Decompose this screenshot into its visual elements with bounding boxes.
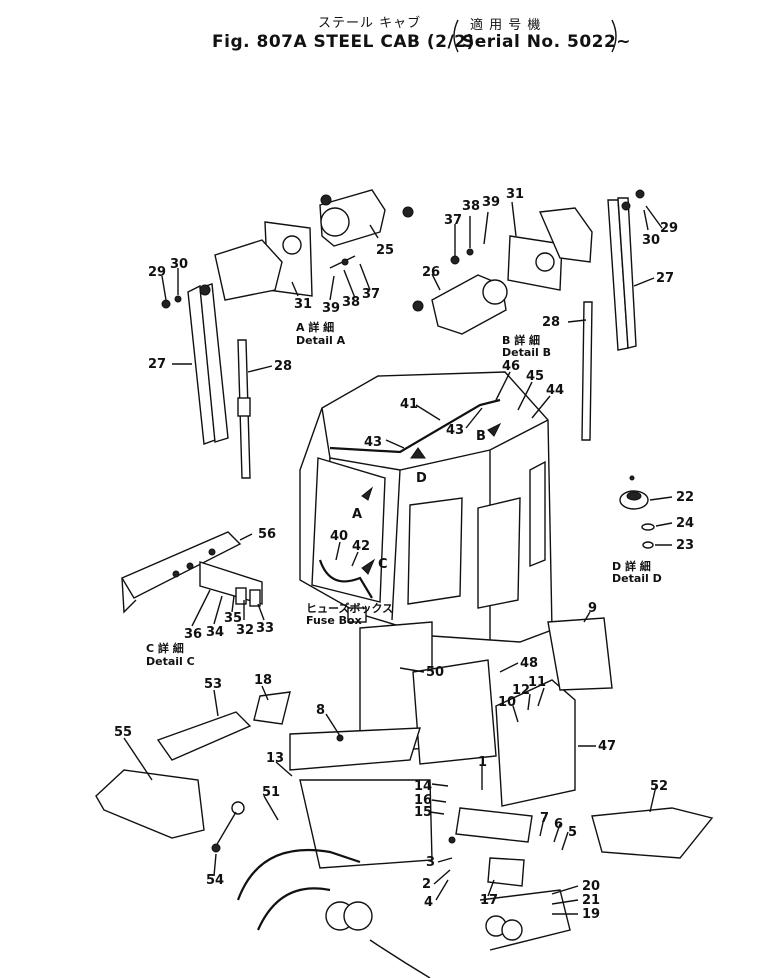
view-letter-b: B	[476, 429, 486, 444]
callout-37-left: 37	[362, 287, 380, 302]
fuse-box-jp: ヒューズボックス	[306, 601, 393, 615]
callout-8: 8	[316, 703, 325, 718]
callout-39-right: 39	[482, 195, 500, 210]
fuse-box-label: Fuse Box	[306, 614, 362, 627]
leader-lines	[123, 201, 673, 915]
detail-b: Detail B	[502, 346, 551, 359]
callout-25: 25	[376, 243, 394, 258]
callout-29-left: 29	[148, 265, 166, 280]
callout-17: 17	[480, 893, 498, 908]
callout-22: 22	[676, 490, 694, 505]
callout-28-left: 28	[274, 359, 292, 374]
callout-37-right: 37	[444, 213, 462, 228]
callout-39-left: 39	[322, 301, 340, 316]
view-letters: D A B C	[352, 429, 486, 572]
serial-bracket-right	[611, 19, 617, 53]
callout-30-right: 30	[642, 233, 660, 248]
callout-47: 47	[598, 739, 616, 754]
callout-1: 1	[478, 755, 487, 770]
callout-32: 32	[236, 623, 254, 638]
callout-27-right: 27	[656, 271, 674, 286]
callout-9: 9	[588, 601, 597, 616]
serial-bracket-left	[453, 19, 459, 53]
callout-13: 13	[266, 751, 284, 766]
figure-header: ステール キャブ Fig. 807A STEEL CAB (2/2) 適 用 号…	[0, 0, 769, 70]
callout-5: 5	[568, 825, 577, 840]
callout-38-left: 38	[342, 295, 360, 310]
view-letter-d: D	[416, 471, 427, 486]
callout-43-right: 43	[446, 423, 464, 438]
callout-21: 21	[582, 893, 600, 908]
callout-28-right: 28	[542, 315, 560, 330]
wiper-arm-left	[161, 283, 251, 479]
callout-56: 56	[258, 527, 276, 542]
callout-10: 10	[498, 695, 516, 710]
callout-50: 50	[426, 665, 444, 680]
callout-6: 6	[554, 817, 563, 832]
detail-d: Detail D	[612, 572, 662, 585]
dome-light	[619, 475, 655, 549]
callout-55: 55	[114, 725, 132, 740]
callout-54: 54	[206, 873, 224, 888]
callout-23: 23	[676, 538, 694, 553]
steel-cab-body	[299, 371, 553, 643]
callout-3: 3	[426, 855, 435, 870]
callout-38-right: 38	[462, 199, 480, 214]
callout-11: 11	[528, 675, 546, 690]
callout-19: 19	[582, 907, 600, 922]
callout-15: 15	[414, 805, 432, 820]
figure-title: Fig. 807A STEEL CAB (2/2)	[212, 32, 475, 52]
callout-16: 16	[414, 793, 432, 808]
callout-30-left: 30	[170, 257, 188, 272]
callout-31-left: 31	[294, 297, 312, 312]
callout-27-left: 27	[148, 357, 166, 372]
callout-44: 44	[546, 383, 564, 398]
callout-14: 14	[414, 779, 432, 794]
callout-52: 52	[650, 779, 668, 794]
callout-33: 33	[256, 621, 274, 636]
detail-captions: A 詳 細 Detail A B 詳 細 Detail B C 詳 細 Deta…	[146, 320, 662, 668]
callout-4: 4	[424, 895, 433, 910]
callout-43-left: 43	[364, 435, 382, 450]
callout-35: 35	[224, 611, 242, 626]
detail-d-jp: D 詳 細	[612, 559, 651, 573]
view-letter-a: A	[352, 507, 362, 522]
japanese-title: ステール キャブ	[318, 16, 422, 31]
detail-a-jp: A 詳 細	[296, 320, 334, 334]
wiper-arm-right	[581, 189, 645, 441]
callout-53: 53	[204, 677, 222, 692]
wiper-motor-right	[412, 207, 593, 335]
detail-c: Detail C	[146, 655, 195, 668]
callout-46: 46	[502, 359, 520, 374]
japanese-serial-label: 適 用 号 機	[470, 18, 542, 33]
callout-26: 26	[422, 265, 440, 280]
callout-45: 45	[526, 369, 544, 384]
machine-frame	[236, 848, 571, 978]
detail-c-jp: C 詳 細	[146, 641, 184, 655]
callout-36: 36	[184, 627, 202, 642]
callout-34: 34	[206, 625, 224, 640]
callout-48: 48	[520, 656, 538, 671]
callout-31-right: 31	[506, 187, 524, 202]
callout-7: 7	[540, 811, 549, 826]
callout-40: 40	[330, 529, 348, 544]
callout-labels: 25 26 27 27 28 28 29 29 30 30 31 31 37 3…	[114, 187, 694, 922]
lower-covers	[95, 617, 714, 887]
callout-20: 20	[582, 879, 600, 894]
callout-12: 12	[512, 683, 530, 698]
callout-42: 42	[352, 539, 370, 554]
fuse-panel	[120, 531, 263, 614]
callout-29-right: 29	[660, 221, 678, 236]
detail-b-jp: B 詳 細	[502, 333, 540, 347]
view-letter-c: C	[378, 557, 388, 572]
serial-number: Serial No. 5022~	[462, 32, 632, 52]
wiper-motor-left	[214, 189, 414, 301]
callout-51: 51	[262, 785, 280, 800]
detail-a: Detail A	[296, 334, 346, 347]
callout-18: 18	[254, 673, 272, 688]
callout-41: 41	[400, 397, 418, 412]
callout-24: 24	[676, 516, 694, 531]
callout-2: 2	[422, 877, 431, 892]
